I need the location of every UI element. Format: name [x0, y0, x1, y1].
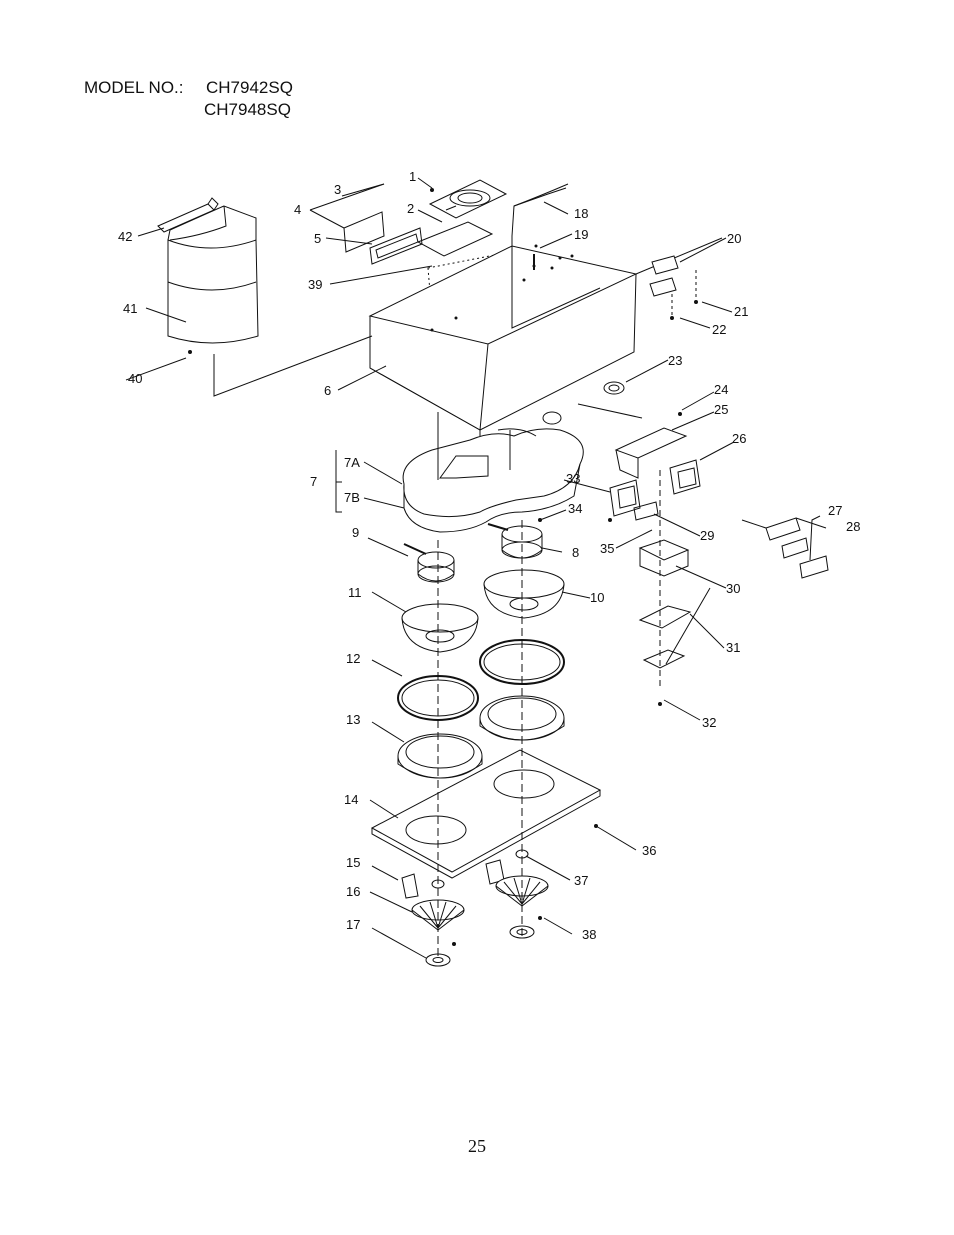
blower-wheel-left [401, 603, 479, 653]
callout-6: 6 [324, 383, 331, 398]
callout-15: 15 [346, 855, 360, 870]
junction-box-30 [638, 539, 690, 577]
callout-11: 11 [348, 585, 362, 600]
callout-24: 24 [714, 382, 728, 397]
callout-39: 39 [308, 277, 322, 292]
page-number: 25 [468, 1136, 486, 1156]
mounting-bracket [157, 197, 219, 233]
callout-30: 30 [726, 581, 740, 596]
callout-20: 20 [727, 231, 741, 246]
callout-7B: 7B [344, 490, 360, 505]
bottom-plate [370, 749, 602, 879]
callout-36: 36 [642, 843, 656, 858]
damper-assembly [343, 211, 423, 265]
model-number-2: CH7948SQ [204, 100, 291, 119]
callout-18: 18 [574, 206, 588, 221]
callout-33: 33 [566, 471, 580, 486]
transformer-26 [669, 459, 701, 495]
model-number-1: CH7942SQ [206, 78, 293, 97]
callout-22: 22 [712, 322, 726, 337]
callout-17: 17 [346, 917, 360, 932]
hood-body [368, 183, 723, 436]
callout-12: 12 [346, 651, 360, 666]
callout-3: 3 [334, 182, 341, 197]
callout-41: 41 [123, 301, 137, 316]
callout-2: 2 [407, 201, 414, 216]
callout-14: 14 [344, 792, 358, 807]
callout-42: 42 [118, 229, 132, 244]
callout-4: 4 [294, 202, 301, 217]
callout-23: 23 [668, 353, 682, 368]
callout-7A: 7A [344, 455, 360, 470]
callout-35: 35 [600, 541, 614, 556]
top-cutout [427, 253, 501, 301]
plate-31 [638, 605, 692, 669]
callout-31: 31 [726, 640, 740, 655]
callout-1: 1 [409, 169, 416, 184]
callout-9: 9 [352, 525, 359, 540]
motor-left [403, 543, 455, 583]
blower-housing [402, 428, 584, 533]
callout-28: 28 [846, 519, 860, 534]
callout-32: 32 [702, 715, 716, 730]
model-label: MODEL NO.: [84, 78, 184, 97]
callout-40: 40 [128, 371, 142, 386]
callout-7: 7 [310, 474, 317, 489]
venturi-left [397, 733, 483, 779]
callout-5: 5 [314, 231, 321, 246]
callout-10: 10 [590, 590, 604, 605]
callout-19: 19 [574, 227, 588, 242]
motor-right [487, 523, 543, 559]
chimney-cover [167, 205, 259, 344]
callout-27: 27 [828, 503, 842, 518]
callout-8: 8 [572, 545, 579, 560]
callout-29: 29 [700, 528, 714, 543]
control-box [649, 255, 697, 318]
blower-wheel-right [483, 569, 565, 619]
callout-38: 38 [582, 927, 596, 942]
callout-37: 37 [574, 873, 588, 888]
callout-21: 21 [734, 304, 748, 319]
callout-26: 26 [732, 431, 746, 446]
callout-34: 34 [568, 501, 582, 516]
callout-25: 25 [714, 402, 728, 417]
callout-16: 16 [346, 884, 360, 899]
control-panel-25 [614, 427, 688, 479]
callout-13: 13 [346, 712, 360, 727]
capacitor-33 [609, 479, 641, 517]
top-plate [416, 179, 508, 257]
